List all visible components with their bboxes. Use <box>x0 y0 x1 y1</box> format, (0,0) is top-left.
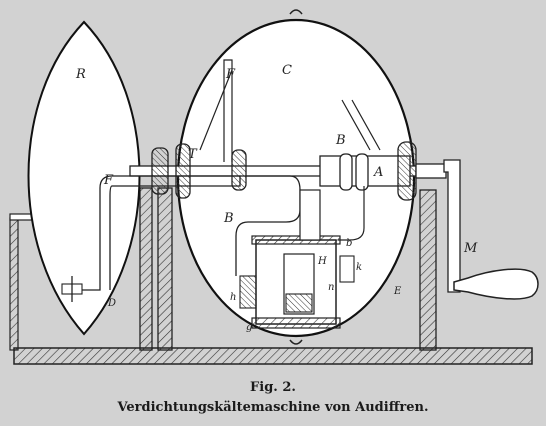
pipe-curve <box>235 175 301 276</box>
label-d: D <box>107 298 116 309</box>
brace-1 <box>199 69 233 151</box>
base-plate <box>13 347 533 365</box>
flange-3 <box>231 149 247 191</box>
figure-caption: Verdichtungskältemaschine von Audiffren. <box>117 400 429 415</box>
label-b-small: b <box>346 238 352 249</box>
label-a: A <box>373 165 383 180</box>
label-k: k <box>356 262 362 273</box>
compressor-piston <box>285 293 313 313</box>
label-t: T <box>188 147 198 162</box>
pipe-right <box>338 186 365 241</box>
label-f-top: F <box>225 67 236 82</box>
label-e: E <box>393 286 402 297</box>
flange-4 <box>339 153 353 191</box>
left-pillar <box>139 187 153 351</box>
label-c: C <box>282 63 292 78</box>
label-b-top: B <box>335 133 346 148</box>
flange-5 <box>355 153 369 191</box>
crank-handle <box>453 268 539 300</box>
label-m: M <box>463 241 478 256</box>
label-h-lower: h <box>230 292 236 303</box>
label-r: R <box>75 67 86 82</box>
crank-arm <box>443 159 461 293</box>
top-hook <box>289 9 303 15</box>
right-pillar <box>419 189 437 351</box>
label-h-upper: H <box>317 256 327 267</box>
pipe-f <box>80 175 241 291</box>
valve-h <box>239 275 257 309</box>
flange-1 <box>151 147 169 195</box>
vessel-r <box>27 20 141 336</box>
refrigeration-machine-drawing <box>9 9 539 365</box>
flange-2 <box>175 143 191 199</box>
figure-number: Fig. 2. <box>250 380 296 395</box>
pipe-f-upper <box>223 59 233 162</box>
label-f-left: F <box>103 173 114 188</box>
compressor-bottom <box>251 317 341 329</box>
label-n: n <box>328 282 334 293</box>
bottom-hook <box>289 339 303 345</box>
brace-3 <box>341 99 371 151</box>
label-b-left: B <box>223 211 234 226</box>
brace-2 <box>351 99 381 151</box>
valve-k <box>339 255 355 283</box>
label-layer: R C F F T B B A M D E H h k g n b <box>75 63 478 333</box>
figure-illustration: R C F F T B B A M D E H h k g n b <box>9 9 539 365</box>
label-g: g <box>246 322 252 333</box>
compressor-rod <box>299 189 321 241</box>
